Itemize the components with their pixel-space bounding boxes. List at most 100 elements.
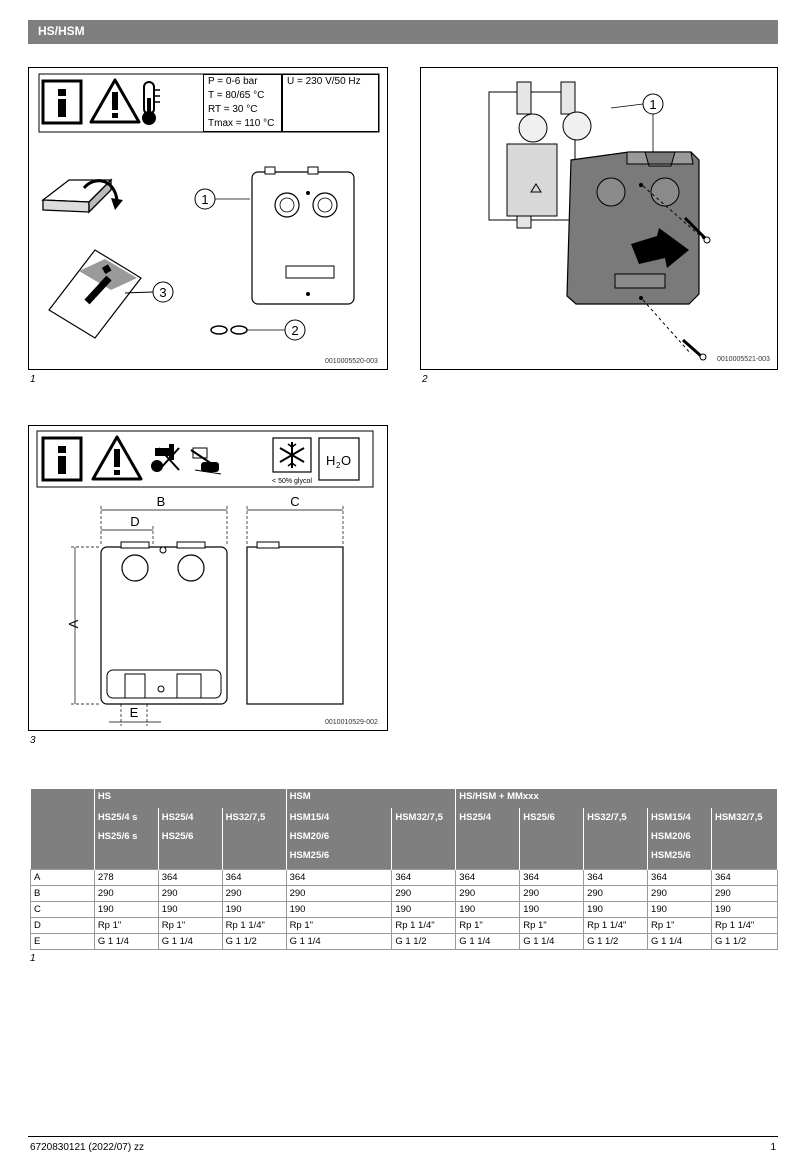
figure-1-caption: 1	[30, 374, 36, 385]
table-cell: 364	[455, 869, 521, 886]
table-cell: 190	[221, 901, 287, 918]
model-name: HSM25/6	[289, 850, 330, 861]
table-cell: G 1 1/4	[157, 933, 223, 950]
table-cell: 190	[647, 901, 712, 918]
callout-2: 2	[291, 323, 298, 338]
table-cell: 364	[519, 869, 585, 886]
table-cell: G 1 1/2	[391, 933, 457, 950]
model-name	[523, 829, 580, 848]
table-cell: 290	[455, 885, 521, 902]
pipe-assembly	[506, 81, 592, 229]
table-cell: 364	[583, 869, 649, 886]
voltage-rating: U = 230 V/50 Hz	[287, 76, 361, 87]
dimension-b-label: B	[157, 494, 166, 509]
spec-box-voltage: U = 230 V/50 Hz	[282, 74, 379, 132]
table-cell: 364	[285, 869, 393, 886]
temperature-rating: T = 80/65 °C	[208, 90, 265, 101]
table-cell: 364	[157, 869, 223, 886]
dimension-c-label: C	[290, 494, 299, 509]
model-name: HSM15/4	[289, 812, 330, 823]
table-cell: Rp 1"	[455, 917, 521, 934]
model-name	[459, 848, 516, 867]
table-cell: Rp 1 1/4"	[710, 917, 779, 934]
row-label: B	[30, 885, 95, 902]
figure-2-caption: 2	[422, 374, 428, 385]
table-cell: G 1 1/4	[647, 933, 712, 950]
model-header-cell: HS25/4	[455, 808, 521, 870]
model-name	[587, 829, 644, 848]
model-name: HS25/4	[459, 812, 491, 823]
group-header-hs-hsm-mm: HS/HSM + MMxxx	[455, 789, 778, 808]
model-name	[715, 848, 774, 867]
table-cell: Rp 1"	[157, 917, 223, 934]
table-cell: 290	[391, 885, 457, 902]
glycol-note: < 50% glycol	[272, 478, 312, 485]
table-cell: 290	[710, 885, 779, 902]
warning-icon	[91, 435, 143, 481]
table-cell: G 1 1/4	[455, 933, 521, 950]
model-name: HSM32/7,5	[714, 812, 763, 823]
model-name: HSM32/7,5	[395, 812, 443, 823]
model-name	[459, 829, 516, 848]
figure-1-code: 0010005520-003	[325, 358, 378, 365]
row-label: E	[30, 933, 95, 950]
group-header-hsm: HSM	[286, 789, 457, 808]
group-header-hs: HS	[94, 789, 287, 808]
row-label: D	[30, 917, 95, 934]
table-cell: 290	[647, 885, 712, 902]
model-name: HSM20/6	[651, 831, 691, 842]
model-header-cell: HS32/7,5	[222, 808, 287, 870]
figure-3: < 50% glycol H 2 O	[28, 425, 388, 731]
table-cell: G 1 1/2	[221, 933, 287, 950]
pump-station-drawing	[251, 166, 355, 305]
model-name	[523, 848, 580, 867]
table-cell: 190	[285, 901, 393, 918]
document-number: 6720830121 (2022/07) zz	[30, 1142, 144, 1153]
table-cell: 190	[93, 901, 159, 918]
table-cell: Rp 1 1/4"	[583, 917, 649, 934]
table-header-label-col	[30, 808, 95, 870]
row-label: A	[30, 869, 95, 886]
model-name: HSM20/6	[289, 831, 330, 842]
table-cell: 290	[519, 885, 585, 902]
section-header: HS/HSM	[28, 20, 778, 44]
model-name	[226, 848, 283, 867]
model-name: HS25/6	[523, 812, 555, 823]
table-cell: 364	[391, 869, 457, 886]
manual-icon	[48, 249, 154, 339]
model-header-cell: HSM32/7,5	[391, 808, 457, 870]
model-name: HS25/6 s	[97, 831, 138, 842]
table-cell: 190	[157, 901, 223, 918]
table-caption: 1	[30, 953, 36, 964]
front-cover	[566, 151, 700, 305]
figure-2-callout-1: 1	[649, 97, 656, 112]
callout-3: 3	[159, 285, 166, 300]
table-cell: Rp 1 1/4"	[221, 917, 287, 934]
model-name	[395, 829, 452, 848]
dimension-front-view	[100, 541, 228, 705]
h2o-label-h: H	[326, 453, 335, 468]
model-header-cell: HS32/7,5	[583, 808, 649, 870]
no-fluid-icon	[190, 447, 222, 475]
screw-bottom	[642, 299, 707, 361]
section-title: HS/HSM	[38, 24, 85, 38]
info-icon	[41, 79, 83, 125]
room-temperature-rating: RT = 30 °C	[208, 104, 258, 115]
table-cell: G 1 1/2	[710, 933, 779, 950]
table-cell: 290	[285, 885, 393, 902]
figure-2: 1 0010005521-003	[420, 67, 778, 370]
table-cell: 290	[583, 885, 649, 902]
table-group-header-row: HS HSM HS/HSM + MMxxx	[30, 789, 778, 808]
model-name	[226, 829, 283, 848]
figure-3-drawing: < 50% glycol H 2 O	[36, 430, 374, 726]
thermometer-icon	[142, 81, 160, 125]
table-cell: 190	[519, 901, 585, 918]
figure-2-code: 0010005521-003	[717, 356, 770, 363]
frost-icon	[272, 437, 312, 473]
model-name: HS25/6	[161, 831, 194, 842]
table-cell: G 1 1/4	[285, 933, 393, 950]
